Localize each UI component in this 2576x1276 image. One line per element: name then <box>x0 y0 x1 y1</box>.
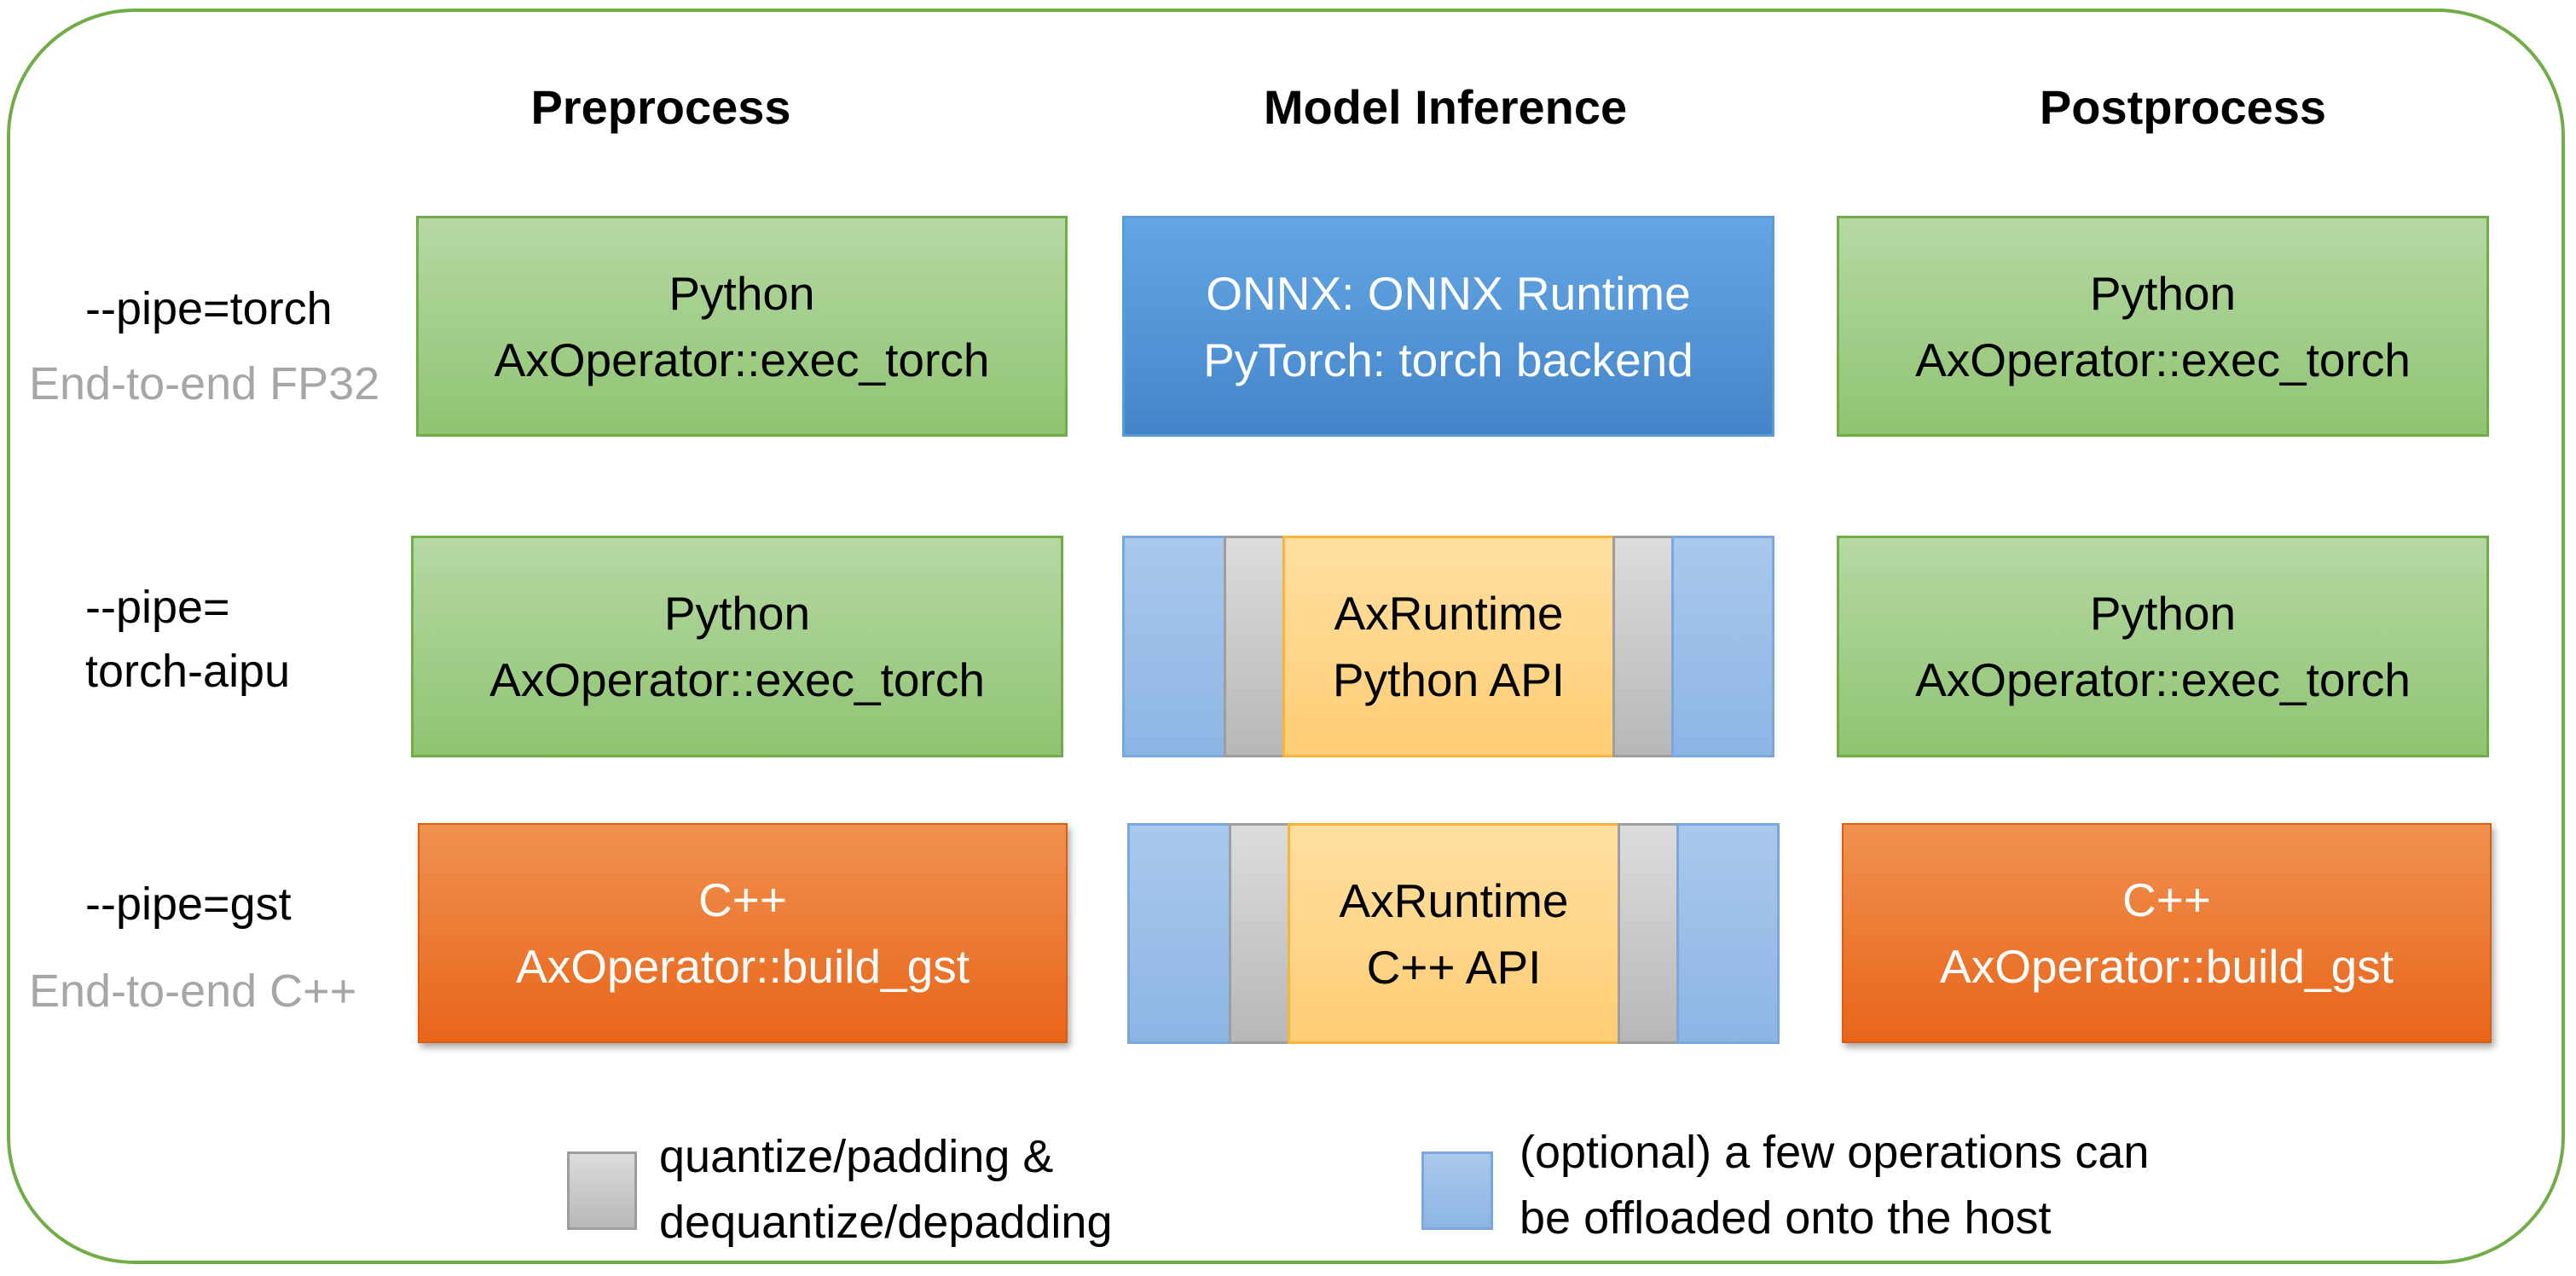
gst-preprocess-box: C++ AxOperator::build_gst <box>418 823 1068 1043</box>
gst-postprocess-box: C++ AxOperator::build_gst <box>1842 823 2492 1043</box>
box-line: AxRuntime <box>1339 873 1569 927</box>
box-line: C++ <box>698 873 787 926</box>
box-line: AxOperator::exec_torch <box>1915 333 2411 386</box>
torch-aipu-dequantize-segment <box>1612 536 1674 757</box>
row-sublabel-gst: End-to-end C++ <box>29 966 357 1017</box>
gst-dequantize-segment <box>1618 823 1679 1044</box>
box-line: AxOperator::build_gst <box>1940 940 2394 993</box>
legend-blue-text-line2: be offloaded onto the host <box>1520 1192 2052 1244</box>
box-line: AxOperator::exec_torch <box>494 333 990 386</box>
gst-axruntime-box: AxRuntime C++ API <box>1288 823 1620 1044</box>
torch-postprocess-box: Python AxOperator::exec_torch <box>1837 216 2489 437</box>
row-label-gst: --pipe=gst <box>85 879 292 930</box>
box-line: ONNX: ONNX Runtime <box>1206 266 1691 320</box>
box-line: C++ API <box>1366 940 1542 994</box>
box-line: Python <box>2089 587 2237 640</box>
gst-host-offload-right <box>1676 823 1780 1044</box>
torch-preprocess-box: Python AxOperator::exec_torch <box>416 216 1068 437</box>
box-line: AxOperator::exec_torch <box>1915 653 2411 706</box>
gst-quantize-segment <box>1229 823 1290 1044</box>
row-label-torch: --pipe=torch <box>85 283 333 334</box>
box-line: Python API <box>1332 653 1566 706</box>
row-label-torch-aipu-line1: --pipe= <box>85 582 230 633</box>
torch-aipu-host-offload-left <box>1122 536 1226 757</box>
torch-aipu-axruntime-box: AxRuntime Python API <box>1282 536 1615 757</box>
legend-blue-swatch <box>1421 1151 1493 1230</box>
gst-host-offload-left <box>1127 823 1231 1044</box>
box-line: AxRuntime <box>1334 587 1564 640</box>
column-header-postprocess: Postprocess <box>2039 80 2327 134</box>
diagram-frame <box>7 9 2565 1264</box>
torch-aipu-preprocess-box: Python AxOperator::exec_torch <box>411 536 1063 757</box>
row-label-torch-aipu-line2: torch-aipu <box>85 646 291 697</box>
row-sublabel-torch: End-to-end FP32 <box>29 358 380 409</box>
box-line: Python <box>669 266 815 320</box>
box-line: AxOperator::build_gst <box>516 940 970 993</box>
torch-aipu-host-offload-right <box>1671 536 1774 757</box>
box-line: C++ <box>2122 873 2211 926</box>
column-header-preprocess: Preprocess <box>530 80 791 134</box>
box-line: Python <box>663 587 811 640</box>
torch-aipu-postprocess-box: Python AxOperator::exec_torch <box>1837 536 2489 757</box>
torch-inference-box: ONNX: ONNX Runtime PyTorch: torch backen… <box>1122 216 1774 437</box>
box-line: AxOperator::exec_torch <box>489 653 985 706</box>
torch-aipu-quantize-segment <box>1224 536 1285 757</box>
legend-gray-text-line2: dequantize/depadding <box>659 1197 1113 1248</box>
legend-gray-text-line1: quantize/padding & <box>659 1131 1054 1182</box>
box-line: PyTorch: torch backend <box>1203 333 1693 386</box>
legend-blue-text-line1: (optional) a few operations can <box>1520 1127 2150 1178</box>
legend-gray-swatch <box>567 1151 637 1230</box>
box-line: Python <box>2089 266 2237 320</box>
column-header-model-inference: Model Inference <box>1263 80 1628 134</box>
